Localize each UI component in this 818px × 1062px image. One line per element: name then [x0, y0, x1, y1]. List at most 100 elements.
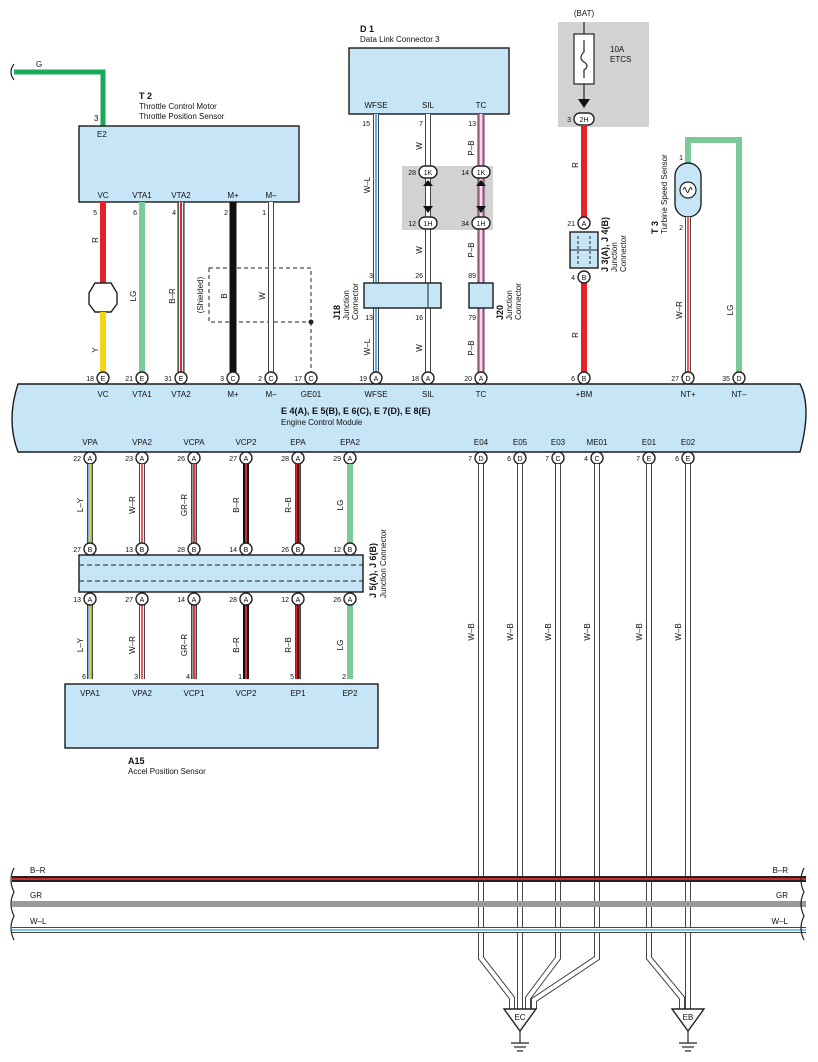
ecm-top-label-1: VTA1 [132, 390, 152, 399]
fuse-arrow [578, 99, 590, 108]
ecm-top-label-5: GE01 [301, 390, 322, 399]
junction-1k-tc: 1K [471, 165, 491, 179]
j3-pin-a-letter: A [582, 221, 587, 228]
j3-pin-a [577, 216, 591, 230]
ecm-bottom-pin-0-no: 22 [73, 456, 81, 463]
j5j6-top-pin-2-letter: B [192, 547, 197, 554]
accel-wire-label-lower-4: R–B [284, 637, 293, 653]
ecm-bottom-pin-5-no: 29 [333, 456, 341, 463]
a15-pin-no-3: 1 [238, 674, 242, 681]
accel-wire-label-upper-5: LG [336, 500, 345, 511]
ground-eb: EB [670, 1008, 706, 1052]
accel-wire-label-lower-1: W–R [128, 636, 137, 654]
j5j6-bottom-pin-1-no: 27 [125, 597, 133, 604]
ecm-bottom-label-7: E05 [513, 438, 528, 447]
a15-name: Accel Position Sensor [128, 767, 206, 776]
ecm-bottom-pin-8-letter: C [555, 456, 560, 463]
ecm-bottom-label-1: VPA2 [132, 438, 152, 447]
ecm-bottom-pin-9-letter: C [594, 456, 599, 463]
j5j6-bottom-pin-1-letter: A [140, 597, 145, 604]
j5j6-code: J 5(A), J 6(B) [368, 543, 378, 598]
arrow-1k-tc [476, 180, 486, 186]
ecm-top-pin-6-no: 19 [359, 376, 367, 383]
ecm-bottom-pin-9-no: 4 [584, 456, 588, 463]
ecm-top-pin-3-no: 3 [220, 376, 224, 383]
j20-pin-79: 79 [468, 315, 476, 322]
ground-wire-label-3: W–B [583, 623, 592, 640]
a15-pin-no-1: 3 [134, 674, 138, 681]
a15-pin-no-4: 5 [290, 674, 294, 681]
wire-wfse-label: W–L [363, 176, 372, 193]
ecm-top-pin-6-letter: A [374, 376, 379, 383]
svg-text:EC: EC [514, 1013, 525, 1022]
wire-sil-label: W [415, 142, 424, 150]
j5j6-top-pin-3-letter: B [244, 547, 249, 554]
j18-name1: Junction [342, 290, 351, 320]
shield-node [308, 319, 314, 325]
j5j6-top-pin-0-letter: B [88, 547, 93, 554]
pin-no-28: 28 [408, 170, 416, 177]
t2-pin-mplus: M+ [227, 191, 239, 200]
wire-sil-lower-label: W [415, 344, 424, 352]
ecm-top-label-10: NT+ [680, 390, 696, 399]
accel-wire-label-upper-3: B–R [232, 497, 241, 513]
j3j4-name2: Connector [619, 235, 628, 272]
tss-pin-2: 2 [679, 225, 683, 232]
ecm-bottom-pin-10-letter: E [647, 456, 652, 463]
ecm-top-pin-11-no: 35 [722, 376, 730, 383]
ecm-top-pin-8-letter: A [479, 376, 484, 383]
d1-pin-sil: SIL [422, 101, 435, 110]
ecm-top-label-2: VTA2 [171, 390, 191, 399]
j5j6-connector [78, 554, 364, 593]
tss-coil-winding [682, 187, 693, 193]
ecm-bottom-pin-11-letter: E [686, 456, 691, 463]
ecm-top-pin-11-letter: D [736, 376, 741, 383]
ecm-bottom-pin-6-letter: D [478, 456, 483, 463]
j5j6-bottom-pin-2-letter: A [192, 597, 197, 604]
ecm-top-pin-2-no: 31 [164, 376, 172, 383]
ecm-top-pin-10-circle [681, 371, 695, 385]
svg-text:EB: EB [683, 1013, 694, 1022]
ecm-bottom-pin-0-letter: A [88, 456, 93, 463]
ground-wire-label-2: W–B [544, 623, 553, 640]
shielded-label: (Shielded) [196, 276, 205, 313]
svg-text:W–L: W–L [30, 917, 47, 926]
a15-pin-label-4: EP1 [290, 689, 306, 698]
arrow-1k-sil [423, 180, 433, 186]
j5j6-top-pin-4-circle [291, 542, 305, 556]
tss-pin-1: 1 [679, 155, 683, 162]
arrow-1h-tc [476, 206, 486, 213]
wire-bm-r-lower-label: R [571, 332, 580, 338]
j5j6-bottom-pin-4-letter: A [296, 597, 301, 604]
ecm-top-pin-5-no: 17 [294, 376, 302, 383]
ecm-top-pin-4-letter: C [268, 376, 273, 383]
ecm-top-label-0: VC [97, 390, 108, 399]
d1-pin-no-7: 7 [419, 121, 423, 128]
ecm-bottom-label-2: VCPA [183, 438, 205, 447]
j5j6-bottom-pin-3-circle [239, 592, 253, 606]
accel-wire-label-upper-0: L–Y [76, 497, 85, 512]
ground-wire-fill-3 [532, 464, 599, 1009]
d1-pin-tc: TC [476, 101, 487, 110]
ecm-top-pin-4-circle [264, 371, 278, 385]
j18-pin-13: 13 [365, 315, 373, 322]
ground-wire-label-4: W–B [635, 623, 644, 640]
t2-name2: Throttle Position Sensor [139, 112, 225, 121]
svg-text:W–L: W–L [772, 917, 789, 926]
t2-pin-mminus: M– [265, 191, 277, 200]
j5j6-top-pin-0-no: 27 [73, 547, 81, 554]
ecm-top-pin-11-circle [732, 371, 746, 385]
accel-wire-label-upper-4: R–B [284, 497, 293, 513]
j5j6-bottom-pin-5-letter: A [348, 597, 353, 604]
ecm-bottom-label-10: E01 [642, 438, 657, 447]
ecm-bottom-pin-10-no: 7 [636, 456, 640, 463]
accel-wire-label-lower-5: LG [336, 640, 345, 651]
wire-tc-label: P–B [467, 140, 476, 155]
j20-code: J20 [495, 305, 505, 320]
ecm-top-pin-2-letter: E [179, 376, 184, 383]
ecm-top-label-11: NT– [731, 390, 747, 399]
a15-pin-no-2: 4 [186, 674, 190, 681]
accel-wire-label-lower-3: B–R [232, 637, 241, 653]
junction-1h-tc: 1H [471, 216, 491, 230]
